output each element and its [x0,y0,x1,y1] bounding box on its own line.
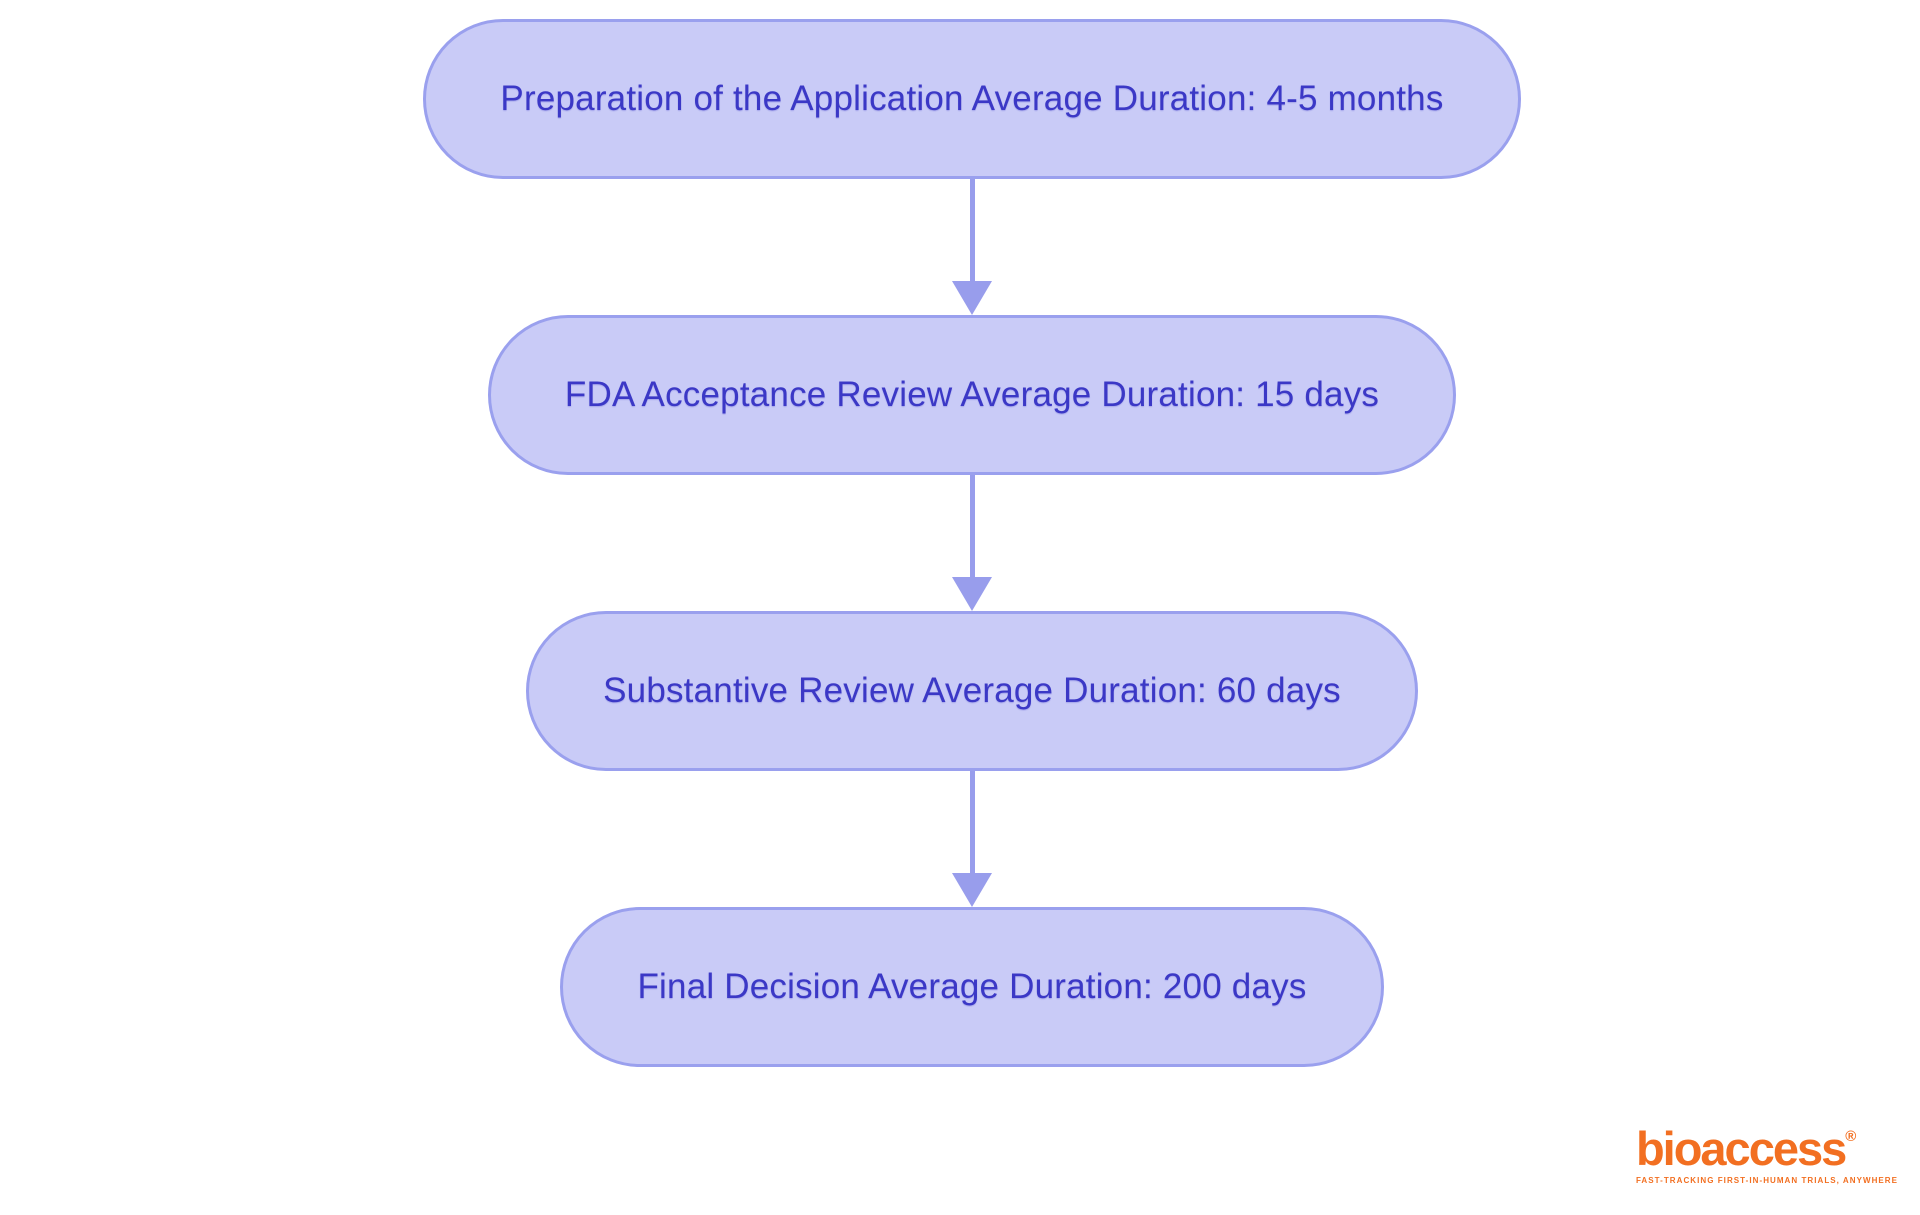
flow-step-node: Final Decision Average Duration: 200 day… [560,907,1384,1067]
down-arrow-connector [952,771,992,907]
bioaccess-wordmark-text: bioaccess [1635,1122,1847,1175]
arrow-head-icon [952,577,992,611]
bioaccess-logo: bioaccess® FAST-TRACKING FIRST-IN-HUMAN … [1636,1125,1898,1185]
arrow-shaft [969,475,975,577]
bioaccess-tagline: FAST-TRACKING FIRST-IN-HUMAN TRIALS, ANY… [1635,1176,1898,1185]
down-arrow-connector [952,179,992,315]
arrow-head-icon [952,281,992,315]
arrow-head-icon [952,873,992,907]
arrow-shaft [969,179,975,281]
flow-step-node: FDA Acceptance Review Average Duration: … [487,315,1457,475]
flow-step-node: Substantive Review Average Duration: 60 … [526,611,1418,771]
flow-step-label: Substantive Review Average Duration: 60 … [603,671,1341,710]
fda-process-flowchart: Preparation of the Application Average D… [423,19,1521,1067]
flow-step-node: Preparation of the Application Average D… [423,19,1521,179]
flow-step-label: FDA Acceptance Review Average Duration: … [564,375,1380,414]
arrow-shaft [969,771,975,873]
registered-trademark-icon: ® [1845,1128,1857,1145]
flow-step-label: Preparation of the Application Average D… [500,79,1444,118]
flow-step-label: Final Decision Average Duration: 200 day… [637,967,1307,1006]
bioaccess-wordmark: bioaccess® [1636,1125,1898,1172]
down-arrow-connector [952,475,992,611]
